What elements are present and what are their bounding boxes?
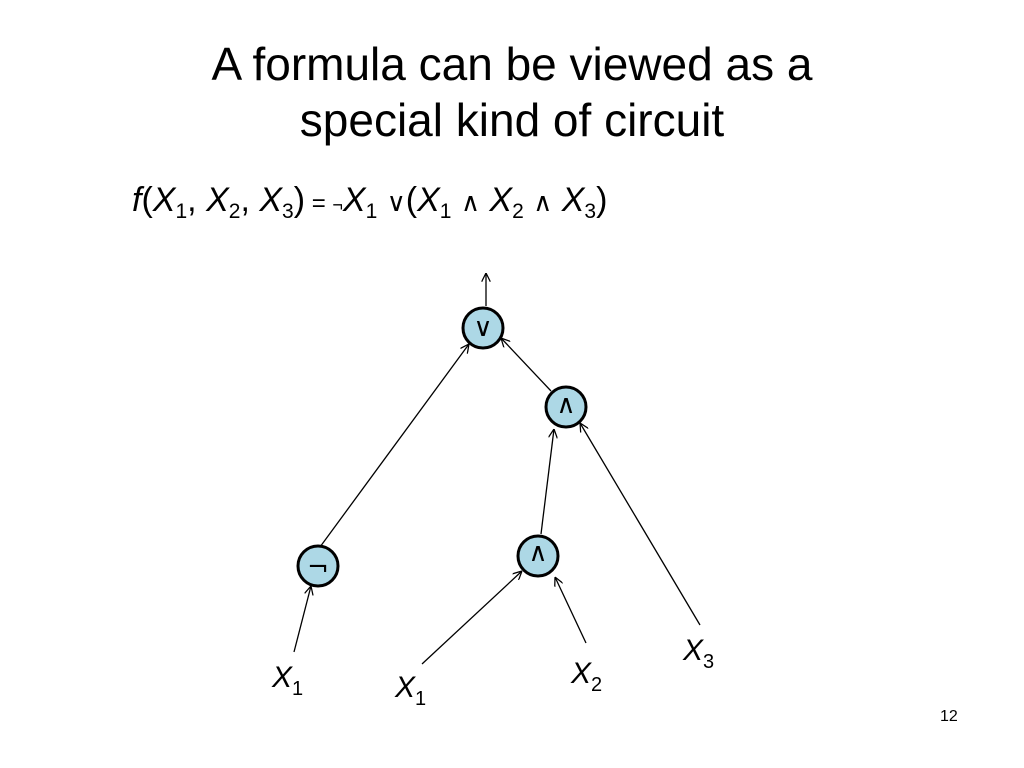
formula-paren: ): [293, 181, 306, 219]
and-gate-lower-circle: [516, 534, 560, 578]
wire-x1-to-and-lower: [421, 571, 522, 665]
formula-sub: 2: [512, 200, 524, 223]
formula-comma: ,: [187, 181, 207, 219]
formula-var: X: [259, 181, 283, 219]
or-gate: ∨: [461, 306, 505, 350]
input-sub: 1: [292, 678, 303, 700]
formula-sub: 1: [175, 200, 188, 223]
not-gate-circle: [296, 544, 340, 588]
and-gate-lower: ∧: [516, 534, 560, 578]
input-var: X: [570, 657, 592, 690]
formula-sub: 3: [584, 200, 597, 223]
input-x2: X2: [570, 657, 602, 696]
wire-and-lower-to-and-upper: [540, 429, 554, 535]
wire-x2-to-and-lower: [555, 577, 587, 644]
formula-or: ∨: [386, 187, 406, 217]
formula-var: X: [561, 181, 585, 219]
formula-paren: ): [596, 181, 608, 219]
formula-not: ¬: [332, 195, 343, 215]
input-var: X: [394, 671, 416, 704]
and-gate-upper-label: ∧: [556, 390, 575, 420]
formula-and: ∧: [533, 187, 553, 217]
formula-paren: (: [141, 181, 153, 219]
not-gate-label: ¬: [307, 553, 329, 583]
formula: f(X1, X2, X3) = ¬X1 ∨(X1 ∧ X2 ∧ X3): [132, 178, 607, 227]
input-x3: X3: [682, 634, 714, 673]
formula-sub: 3: [282, 200, 294, 223]
formula-var: X: [152, 181, 176, 219]
input-sub: 2: [591, 674, 602, 696]
wire-and-upper-to-or: [501, 338, 552, 392]
formula-func: f: [132, 181, 142, 219]
formula-sub: 1: [439, 200, 452, 223]
and-gate-lower-label: ∧: [528, 538, 547, 568]
not-gate: ¬: [296, 544, 340, 588]
or-gate-label: ∨: [473, 313, 492, 343]
title-line-1: A formula can be viewed as a: [211, 38, 813, 90]
slide-title: A formula can be viewed as a special kin…: [0, 36, 1024, 148]
formula-sub: 2: [228, 200, 241, 223]
title-line-2: special kind of circuit: [299, 94, 725, 146]
formula-comma: ,: [240, 181, 260, 219]
formula-var: X: [489, 181, 513, 219]
wire-not-to-or: [319, 344, 469, 548]
input-sub: 1: [415, 688, 426, 710]
formula-sub: 1: [365, 200, 378, 223]
or-gate-circle: [461, 306, 505, 350]
formula-var: X: [206, 181, 229, 219]
input-var: X: [682, 634, 704, 667]
input-var: X: [271, 661, 293, 694]
wire-x1-to-not: [293, 586, 311, 653]
page-number: 12: [940, 708, 958, 725]
formula-equals: =: [305, 190, 333, 217]
and-gate-upper-circle: [544, 385, 588, 429]
input-x1-middle: X1: [394, 671, 426, 710]
input-sub: 3: [703, 651, 714, 673]
formula-and: ∧: [460, 187, 480, 217]
and-gate-upper: ∧: [544, 385, 588, 429]
input-x1-left: X1: [271, 661, 303, 700]
formula-var: X: [342, 181, 366, 219]
formula-var: X: [417, 181, 440, 219]
formula-paren: (: [405, 181, 418, 219]
wire-x3-to-and-upper: [580, 423, 701, 626]
